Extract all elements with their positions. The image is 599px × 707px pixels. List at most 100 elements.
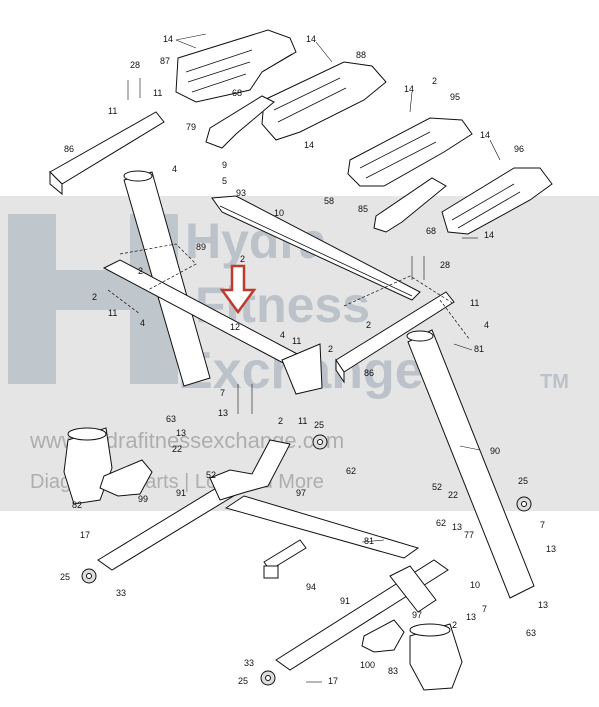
callout-33: 33	[244, 658, 254, 668]
callout-13: 13	[546, 544, 556, 554]
bolts-28-right	[411, 256, 425, 280]
callout-2: 2	[452, 620, 457, 630]
callout-11: 11	[108, 308, 117, 318]
callout-11: 11	[153, 88, 162, 98]
callout-10: 10	[470, 580, 480, 590]
callout-14: 14	[484, 230, 494, 240]
wheel-25-left-front	[81, 568, 97, 584]
callout-17: 17	[328, 676, 338, 686]
callout-77: 77	[464, 530, 474, 540]
callout-22: 22	[448, 490, 458, 500]
callout-100: 100	[360, 660, 375, 670]
callout-87: 87	[160, 56, 170, 66]
callout-14: 14	[163, 34, 173, 44]
right-upright-90	[406, 329, 535, 599]
callout-28: 28	[130, 60, 140, 70]
callout-88: 88	[356, 50, 366, 60]
callout-62: 62	[346, 466, 356, 476]
callout-83: 83	[388, 666, 398, 676]
wheel-25-center	[312, 434, 328, 450]
callout-86: 86	[364, 368, 374, 378]
leader-lines	[175, 33, 501, 683]
callout-82: 82	[72, 500, 82, 510]
callout-2: 2	[92, 292, 97, 302]
bolts-28-left	[127, 78, 141, 100]
callout-11: 11	[292, 336, 301, 346]
callout-13: 13	[466, 612, 476, 622]
callout-25: 25	[518, 476, 528, 486]
main-crossbar-12	[102, 259, 323, 395]
callout-68: 68	[426, 226, 436, 236]
callout-63: 63	[166, 414, 176, 424]
callout-14: 14	[480, 130, 490, 140]
callout-52: 52	[432, 482, 442, 492]
callout-25: 25	[238, 676, 248, 686]
callout-85: 85	[358, 204, 368, 214]
crossbar-93	[211, 195, 421, 301]
callout-25: 25	[314, 420, 324, 430]
callout-5: 5	[222, 176, 227, 186]
callout-2: 2	[138, 266, 143, 276]
callout-13: 13	[538, 600, 548, 610]
callout-17: 17	[80, 530, 90, 540]
callout-2: 2	[240, 254, 245, 264]
callout-95: 95	[450, 92, 460, 102]
base-cover-100	[361, 619, 405, 653]
callout-93: 93	[236, 188, 246, 198]
callout-4: 4	[280, 330, 285, 340]
callout-2: 2	[328, 344, 333, 354]
callout-14: 14	[404, 84, 414, 94]
callout-labels: 14 87 14 88 28 11 11 2 68 79 14 14 95 86…	[60, 34, 556, 686]
callout-2: 2	[366, 320, 371, 330]
callout-11: 11	[470, 298, 479, 308]
callout-13: 13	[176, 428, 186, 438]
callout-11: 11	[108, 106, 117, 116]
right-bracket-86	[335, 291, 455, 384]
callout-81: 81	[474, 344, 484, 354]
wheel-25-left-rear	[260, 670, 276, 686]
callout-14: 14	[304, 140, 314, 150]
callout-4: 4	[172, 164, 177, 174]
callout-7: 7	[540, 520, 545, 530]
callout-2: 2	[278, 416, 283, 426]
callout-7: 7	[220, 388, 225, 398]
side-trim-79	[205, 95, 275, 149]
callout-13: 13	[452, 522, 462, 532]
callout-58: 58	[324, 196, 334, 206]
callout-97: 97	[412, 610, 422, 620]
base-cover-99	[99, 459, 153, 497]
callout-10: 10	[274, 208, 284, 218]
side-trim-85	[373, 177, 447, 233]
callout-91: 91	[340, 596, 350, 606]
callout-11: 11	[298, 416, 307, 426]
callout-28: 28	[440, 260, 450, 270]
left-upright-89	[123, 170, 211, 387]
callout-89: 89	[196, 242, 206, 252]
callout-90: 90	[490, 446, 500, 456]
left-bracket-86	[49, 111, 165, 196]
upright-cover-83	[409, 623, 463, 691]
cross-tube-94	[263, 539, 307, 579]
callout-9: 9	[222, 160, 227, 170]
callout-79: 79	[186, 122, 196, 132]
callout-68: 68	[232, 88, 242, 98]
base-frame-91	[97, 439, 449, 671]
hood-cover-88	[261, 61, 387, 141]
callout-7: 7	[482, 604, 487, 614]
callout-91: 91	[176, 488, 186, 498]
wheel-25-right	[516, 496, 532, 512]
callout-4: 4	[140, 318, 145, 328]
callout-52: 52	[206, 470, 216, 480]
watermark-tm: TM	[540, 371, 569, 393]
highlight-arrow	[219, 264, 257, 315]
callout-2: 2	[432, 76, 437, 86]
hood-cover-95	[347, 117, 473, 187]
bolt-7-center	[237, 384, 253, 414]
callout-25: 25	[60, 572, 70, 582]
callout-99: 99	[138, 494, 148, 504]
callout-22: 22	[172, 444, 182, 454]
callout-4: 4	[484, 320, 489, 330]
callout-81: 81	[364, 536, 374, 546]
callout-62: 62	[436, 518, 446, 528]
